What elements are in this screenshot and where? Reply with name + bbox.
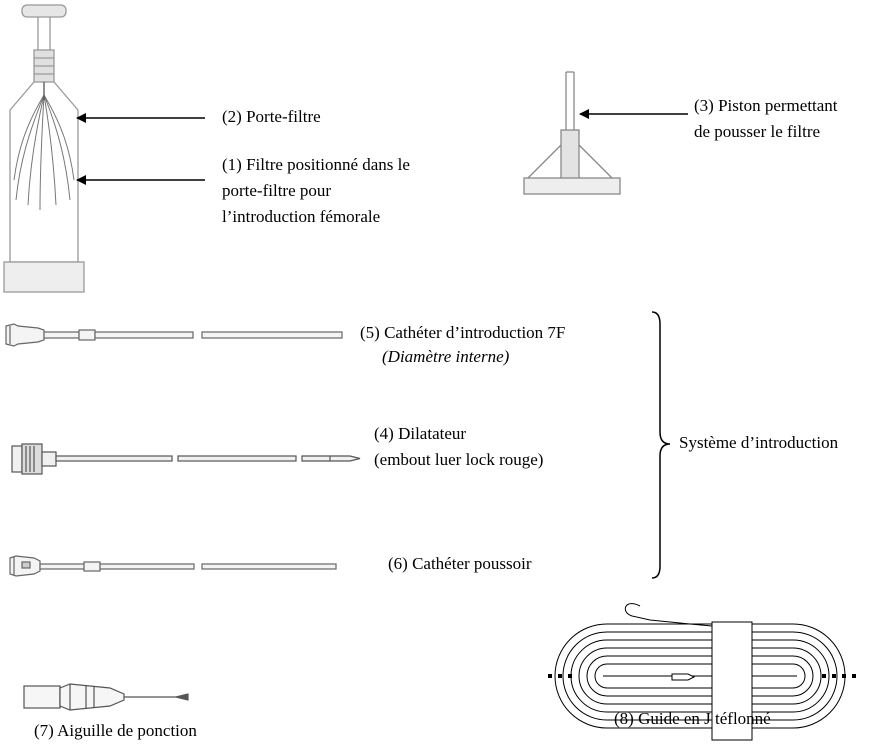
label-dilatateur-line1: (4) Dilatateur [374,424,467,443]
catheter-introduction-device [5,323,343,347]
label-guide: (8) Guide en J téflonné [614,709,771,728]
catheter-poussoir-device [9,555,337,577]
label-filtre-line1: (1) Filtre positionné dans le [222,155,410,174]
label-piston-line1: (3) Piston permettant [694,96,838,115]
dilatateur-device [11,443,361,475]
label-piston-line2: de pousser le filtre [694,122,821,141]
systeme-brace [651,311,671,579]
label-dilatateur-line2: (embout luer lock rouge) [374,450,544,469]
piston-device [523,71,621,195]
guide-j-device [548,603,858,741]
label-catheter-line1: (5) Cathéter d’introduction 7F [360,323,566,342]
label-filtre-line3: l’introduction fémorale [222,207,381,224]
label-aiguille: (7) Aiguille de ponction [34,721,197,740]
label-catheter-line2: (Diamètre interne) [382,347,510,366]
label-filtre-line3-clip: l’introduction fémorale [222,206,472,224]
label-filtre-line2: porte-filtre pour [222,181,332,200]
aiguille-device [23,683,189,711]
label-poussoir: (6) Cathéter poussoir [388,554,532,573]
filter-holder-device [3,4,85,293]
label-systeme: Système d’introduction [679,433,839,452]
label-porte-filtre: (2) Porte-filtre [222,107,321,126]
